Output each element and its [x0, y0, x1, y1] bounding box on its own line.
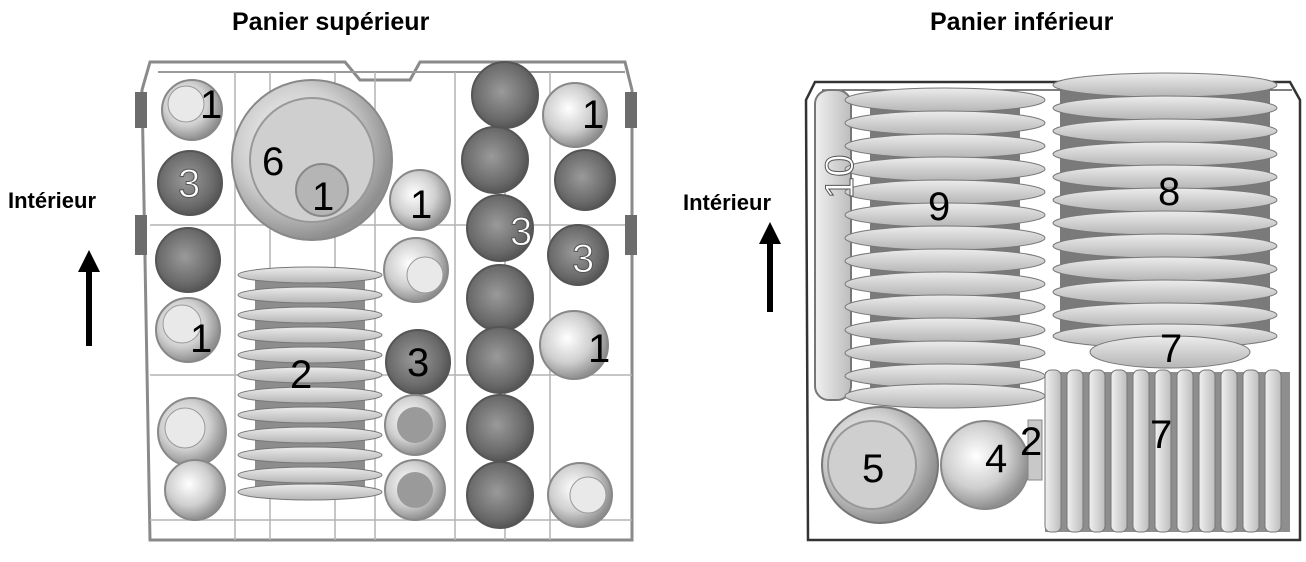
- lower-callout-8: 8: [1158, 170, 1180, 214]
- upper-callout-1c: 1: [410, 183, 432, 227]
- lower-callout-7b: 7: [1150, 413, 1172, 457]
- upper-basket: 1 6 1 3 1 1 2 3 3 3 1 1: [135, 62, 637, 540]
- lower-plate-stack-8: [1053, 73, 1277, 368]
- upper-callout-1f: 1: [588, 327, 610, 371]
- upper-callout-1d: 1: [190, 317, 212, 361]
- upper-callout-3b: 3: [407, 341, 429, 385]
- upper-cups-left: [156, 80, 226, 520]
- lower-callout-7a: 7: [1160, 327, 1182, 371]
- lower-callout-4: 4: [985, 437, 1007, 481]
- lower-callout-10: 10: [818, 155, 862, 200]
- upper-callout-3a: 3: [178, 162, 200, 206]
- upper-callout-2: 2: [290, 353, 312, 397]
- upper-callout-1e: 1: [582, 93, 604, 137]
- lower-callout-9: 9: [928, 185, 950, 229]
- lower-basket: 10 9 8 7 7 5 4 2: [806, 73, 1300, 540]
- upper-callout-3d: 3: [572, 237, 594, 281]
- upper-callout-1b: 1: [312, 175, 334, 219]
- lower-callout-5: 5: [862, 447, 884, 491]
- upper-callout-1a: 1: [200, 83, 222, 127]
- lower-plate-stack-9: [845, 88, 1045, 408]
- upper-callout-6: 6: [262, 140, 284, 184]
- lower-callout-2: 2: [1020, 420, 1042, 464]
- upper-callout-3c: 3: [510, 210, 532, 254]
